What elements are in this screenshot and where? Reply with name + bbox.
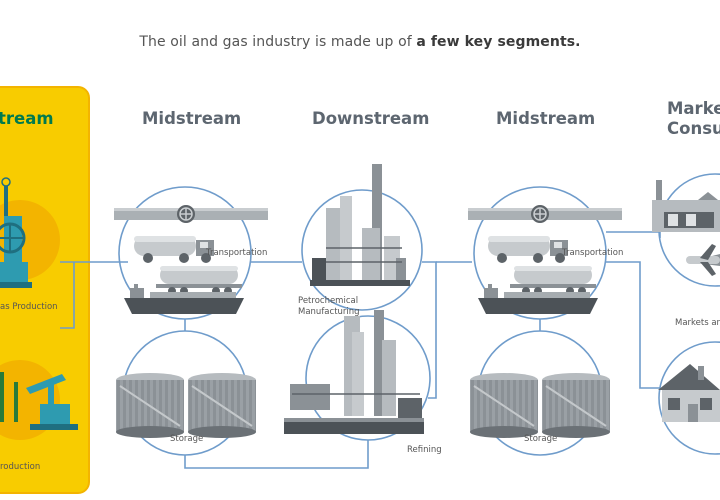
segment-title-downstream: Downstream xyxy=(312,109,430,128)
refinery xyxy=(284,310,424,434)
airplane-icon xyxy=(686,244,720,276)
label-storage-2: Storage xyxy=(524,434,558,444)
label-markets-and: Markets and xyxy=(675,318,720,328)
segment-title-consumers: Consu xyxy=(667,119,720,138)
storage-tank xyxy=(541,372,611,439)
house-icon xyxy=(658,364,720,422)
segment-title-midstream-2: Midstream xyxy=(496,109,596,128)
tanker-truck xyxy=(488,236,568,263)
oil-production-pumps xyxy=(0,360,78,440)
headline-text: The oil and gas industry is made up of xyxy=(139,34,417,50)
label-transportation-2: Transportation xyxy=(562,248,624,258)
rail-tank-car xyxy=(510,266,596,295)
label-oil-production: roduction xyxy=(0,462,41,472)
headline-emphasis: a few key segments. xyxy=(416,34,581,50)
headline: The oil and gas industry is made up of a… xyxy=(0,34,720,50)
gas-production-rig xyxy=(0,177,60,288)
storage-tank xyxy=(469,372,539,439)
label-refining: Refining xyxy=(407,445,442,455)
factory-icon xyxy=(652,180,720,232)
label-gas-production: as Production xyxy=(0,302,58,312)
segment-title-midstream: Midstream xyxy=(142,109,242,128)
petrochemical-plant xyxy=(310,164,410,286)
segment-title-markets: Market xyxy=(667,99,720,118)
storage-tank xyxy=(187,372,257,439)
rail-tank-car xyxy=(156,266,242,295)
storage-tank xyxy=(115,372,185,439)
segment-title-upstream: tream xyxy=(0,109,54,128)
label-transportation: Transportation xyxy=(206,248,268,258)
label-storage: Storage xyxy=(170,434,204,444)
tanker-truck xyxy=(134,236,214,263)
